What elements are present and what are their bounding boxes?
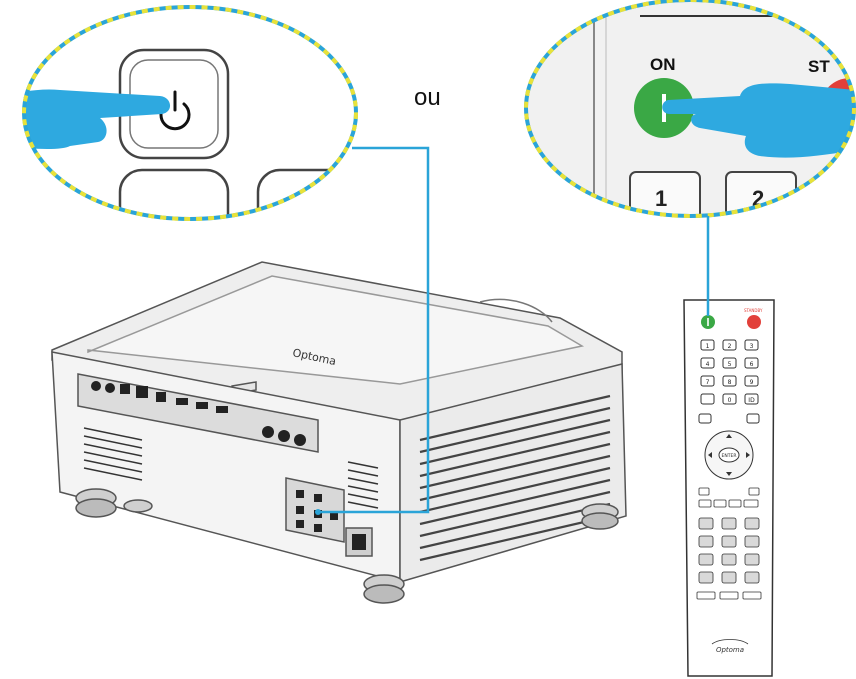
remote-number-keys: [700, 339, 759, 405]
remote-key-8[interactable]: 8: [728, 379, 732, 386]
remote-standby-button[interactable]: [747, 315, 761, 329]
keypad-leader-line: [318, 146, 430, 514]
remote-key-2[interactable]: 2: [728, 343, 732, 350]
pointing-hand-icon: [662, 83, 854, 158]
remote-key-1[interactable]: 1: [706, 343, 710, 350]
or-connector-text: ou: [414, 84, 441, 111]
remote-control: STANDBY 1 2 3 4 5 6 7 8 9 0 ID ENTER: [683, 299, 775, 677]
remote-key-9[interactable]: 9: [750, 379, 754, 386]
projector: Optoma: [51, 261, 627, 604]
remote-key-4[interactable]: 4: [706, 361, 710, 368]
keypad-callout: [22, 5, 358, 221]
key-1-label: 1: [655, 186, 667, 211]
pointing-hand-icon: [24, 89, 170, 149]
remote-key-6[interactable]: 6: [750, 361, 754, 368]
remote-standby-label: STANDBY: [744, 308, 763, 313]
remote-logo: Optoma: [716, 646, 744, 654]
standby-label-partial: ST: [808, 57, 830, 76]
leader-lines: [318, 146, 710, 514]
remote-enter-label[interactable]: ENTER: [722, 453, 737, 459]
remote-callout: ON ST 1 2: [524, 0, 856, 218]
remote-key-3[interactable]: 3: [750, 343, 754, 350]
remote-key-7[interactable]: 7: [706, 379, 710, 386]
on-label: ON: [650, 55, 676, 74]
remote-key-5[interactable]: 5: [728, 361, 732, 368]
remote-key-0[interactable]: 0: [728, 397, 732, 404]
remote-key-id[interactable]: ID: [748, 397, 755, 404]
